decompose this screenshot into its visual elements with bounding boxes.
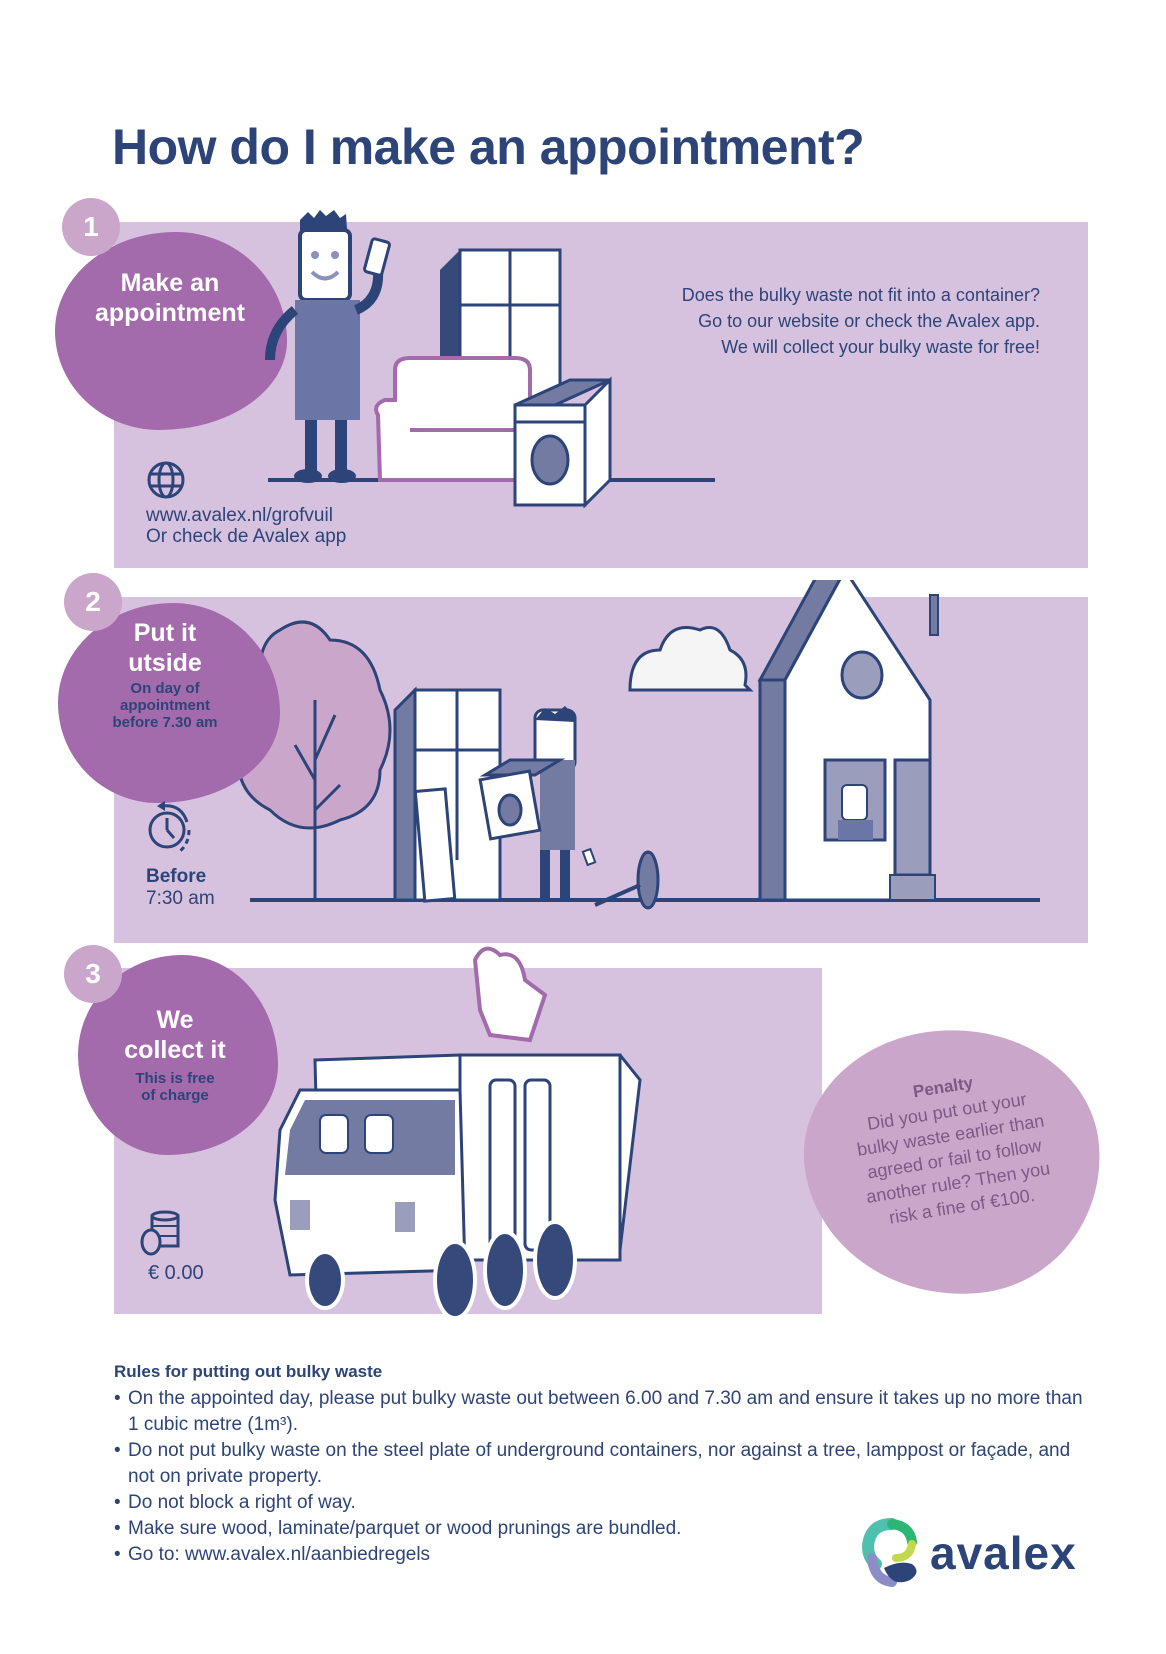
step-2-footer: Before 7:30 am <box>146 866 215 910</box>
step-3-title: We collect it <box>95 1005 255 1065</box>
step-1-info-line3: We will collect your bulky waste for fre… <box>721 337 1040 357</box>
step-1-blob <box>55 232 287 430</box>
step-2-blob <box>58 603 280 803</box>
step-1-title: Make an appointment <box>70 268 270 328</box>
step-2-number: 2 <box>64 573 122 631</box>
step-1-info: Does the bulky waste not fit into a cont… <box>560 282 1040 360</box>
step-1-illustration <box>265 210 715 509</box>
website-link[interactable]: www.avalex.nl/grofvuil <box>146 505 333 526</box>
rules-section: Rules for putting out bulky waste On the… <box>114 1362 1094 1568</box>
price-label: € 0.00 <box>148 1262 204 1284</box>
step-1-title-line2: appointment <box>95 299 245 327</box>
step-2-sub-line1: On day of <box>130 680 200 697</box>
step-2-subtitle: On day of appointment before 7.30 am <box>90 680 240 731</box>
app-hint: Or check de Avalex app <box>146 526 347 547</box>
step-3-illustration <box>273 946 642 1320</box>
globe-icon <box>147 461 185 499</box>
rules-title: Rules for putting out bulky waste <box>114 1362 383 1381</box>
step-1-info-line1: Does the bulky waste not fit into a cont… <box>681 285 1040 305</box>
step-2-title-line2: utside <box>128 649 202 677</box>
step-2-title-line1: Put it <box>133 619 197 647</box>
coins-icon <box>140 1210 180 1256</box>
step-2-illustration <box>236 580 1040 910</box>
rule-item: Do not block a right of way. <box>114 1490 1094 1516</box>
step-1-info-line2: Go to our website or check the Avalex ap… <box>698 311 1040 331</box>
time-label: 7:30 am <box>146 888 215 909</box>
rule-item: Do not put bulky waste on the steel plat… <box>114 1438 1088 1490</box>
avalex-logo-text: avalex <box>930 1527 1077 1579</box>
rule-item: On the appointed day, please put bulky w… <box>114 1386 1088 1438</box>
step-3-number: 3 <box>64 945 122 1003</box>
clock-icon <box>148 801 191 854</box>
step-3-subtitle: This is free of charge <box>95 1070 255 1104</box>
step-1-footer: www.avalex.nl/grofvuil Or check de Avale… <box>146 505 346 547</box>
before-label: Before <box>146 866 207 887</box>
step-2-sub-line3: before 7.30 am <box>112 714 218 731</box>
rule-item: Make sure wood, laminate/parquet or wood… <box>114 1516 1094 1542</box>
rules-list: On the appointed day, please put bulky w… <box>114 1386 1094 1568</box>
rule-item: Go to: www.avalex.nl/aanbiedregels <box>114 1542 1094 1568</box>
step-2-title: Put it utside <box>90 618 240 678</box>
step-3-title-line2: collect it <box>124 1036 226 1064</box>
avalex-logo-icon <box>862 1518 917 1587</box>
step-3-sub-line2: of charge <box>141 1087 209 1104</box>
page-title: How do I make an appointment? <box>112 119 865 175</box>
avalex-logo: avalex <box>862 1518 1077 1588</box>
step-2-sub-line2: appointment <box>120 697 210 714</box>
step-3-title-line1: We <box>156 1006 194 1034</box>
step-1-number: 1 <box>62 198 120 256</box>
step-3-sub-line1: This is free <box>135 1070 215 1087</box>
step-1-title-line1: Make an <box>120 269 220 297</box>
